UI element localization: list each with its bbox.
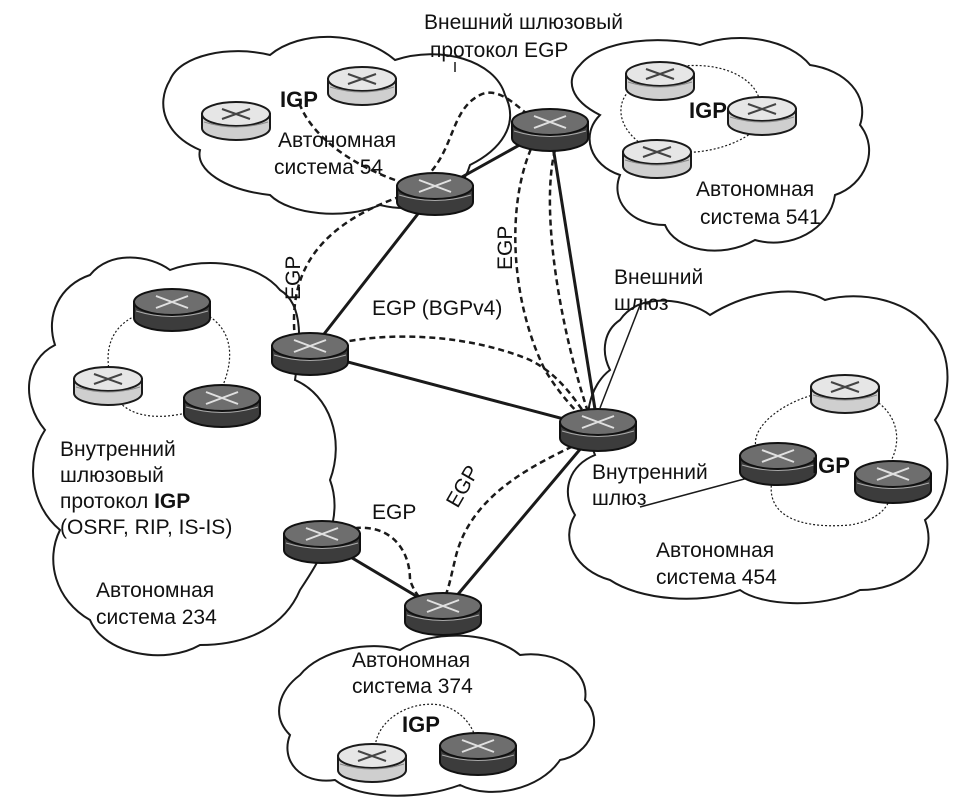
egp-lower-label: EGP bbox=[372, 501, 417, 524]
as541-router-1 bbox=[625, 61, 695, 101]
as541-igp-label: IGP bbox=[689, 98, 727, 123]
as454-title: Автономная bbox=[656, 539, 775, 562]
egp-title-line1: Внешний шлюзовый bbox=[424, 11, 623, 34]
as454-router-3 bbox=[854, 460, 932, 504]
as374-igp-label: IGP bbox=[402, 712, 440, 737]
as374-border-router bbox=[404, 592, 482, 636]
as454-router-1 bbox=[810, 374, 880, 414]
as234-igp-line2: шлюзовый bbox=[60, 464, 164, 487]
as541-border-router bbox=[511, 108, 589, 152]
as54-router-1 bbox=[201, 101, 271, 141]
as454-number: система 454 bbox=[656, 566, 777, 589]
as234-igp-line3-bold: IGP bbox=[154, 490, 191, 513]
as234-border-router-2 bbox=[283, 520, 361, 564]
as374-number: система 374 bbox=[352, 675, 473, 698]
as54-igp-label: IGP bbox=[280, 87, 318, 112]
as541-title: Автономная bbox=[696, 178, 815, 201]
internal-gateway-line1: Внутренний bbox=[592, 461, 708, 484]
as454-igp-label: IGP bbox=[812, 453, 850, 478]
as374-cloud bbox=[278, 634, 596, 797]
as541-number: система 541 bbox=[700, 206, 821, 229]
as234-cloud bbox=[28, 256, 337, 657]
as54-router-2 bbox=[327, 66, 397, 106]
egp-title-line2: протокол EGP bbox=[430, 39, 569, 62]
as454-border-router bbox=[559, 408, 637, 452]
egp-left-vertical: EGP bbox=[282, 255, 305, 300]
as54-number: система 54 bbox=[274, 156, 384, 179]
as541-router-3 bbox=[622, 139, 692, 179]
as541-router-2 bbox=[727, 96, 797, 136]
as541-cloud bbox=[570, 36, 870, 252]
as374-router-2 bbox=[439, 732, 517, 776]
as374-router-1 bbox=[337, 743, 407, 783]
as234-router-1 bbox=[133, 288, 211, 332]
as54-cloud bbox=[162, 35, 511, 215]
external-gateway-line1: Внешний bbox=[614, 266, 704, 289]
egp-mid-vertical: EGP bbox=[494, 225, 517, 270]
internal-gateway-line2: шлюз bbox=[592, 487, 647, 510]
as234-router-2 bbox=[73, 366, 143, 406]
external-gateway-line2: шлюз bbox=[614, 292, 669, 315]
callout-lines bbox=[454, 62, 749, 508]
as234-igp-line3-prefix: протокол bbox=[60, 490, 155, 513]
as454-router-2 bbox=[739, 442, 817, 486]
egp-bgp-label: EGP (BGPv4) bbox=[372, 297, 503, 320]
as54-border-router bbox=[396, 172, 474, 216]
as374-title: Автономная bbox=[352, 649, 471, 672]
as454-cloud bbox=[566, 290, 949, 605]
as234-border-router bbox=[271, 332, 349, 376]
egp-sessions bbox=[292, 91, 592, 610]
as234-igp-line3: протокол IGP bbox=[60, 489, 190, 514]
as234-number: система 234 bbox=[96, 606, 217, 629]
as54-title: Автономная bbox=[278, 129, 397, 152]
as234-router-3 bbox=[183, 384, 261, 428]
as234-igp-line1: Внутренний bbox=[60, 438, 176, 461]
as234-igp-line4: (OSRF, RIP, IS-IS) bbox=[60, 516, 233, 539]
as234-title: Автономная bbox=[96, 579, 215, 602]
